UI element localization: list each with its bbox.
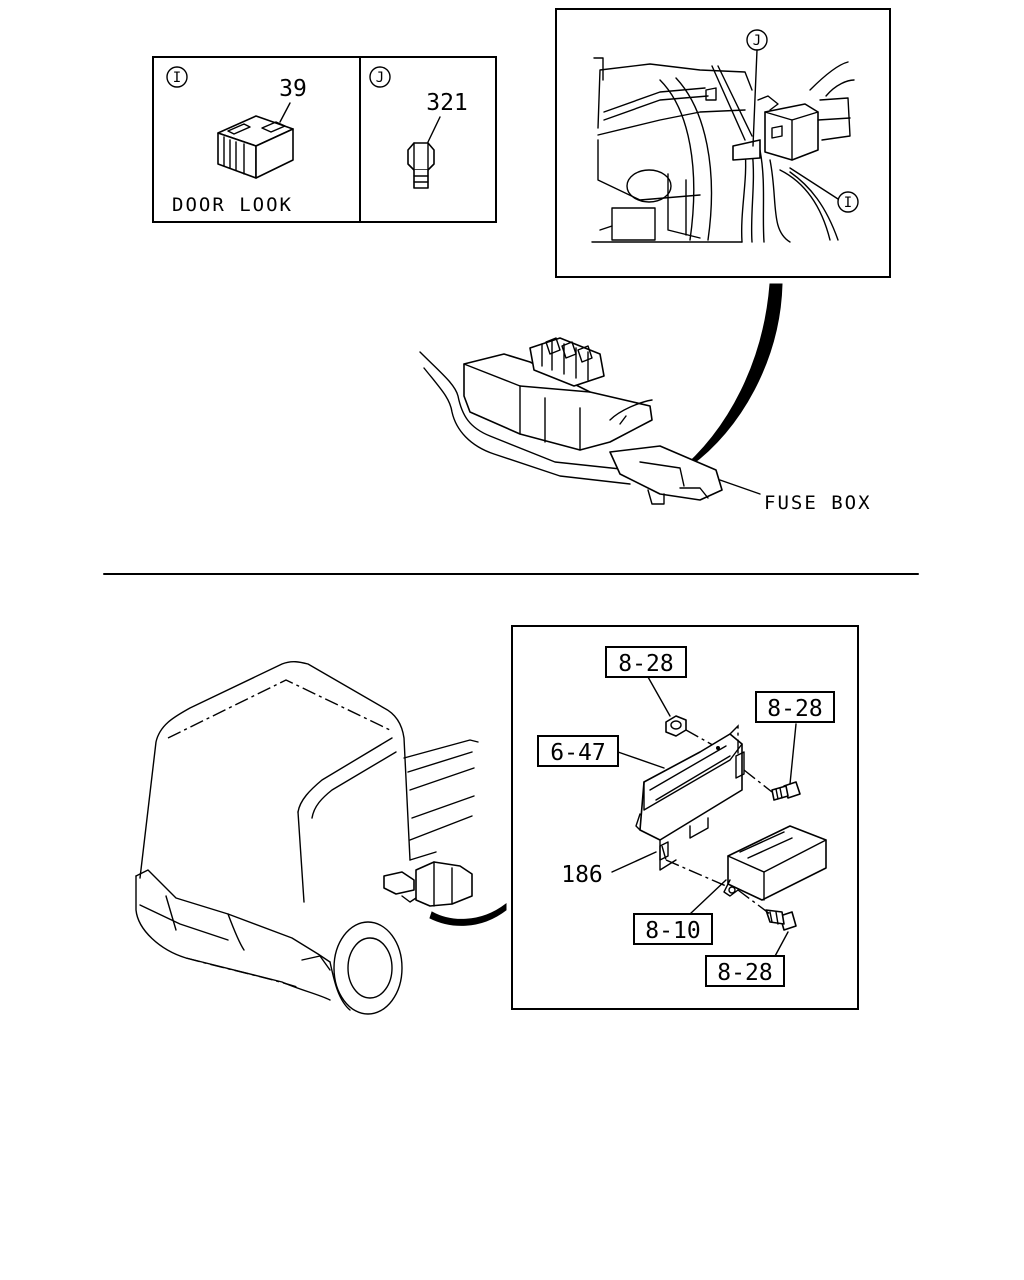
bracket-icon	[635, 724, 745, 871]
label-bolt-upper-ref: 8-28	[767, 696, 822, 722]
bracket-detail-view: 8-28 8-28 6-47 186 8-10 8-28	[511, 625, 859, 1010]
leader-detail-j	[752, 49, 758, 147]
inset-i: I 39 DOOR LOOK	[166, 66, 307, 216]
leader-bolt-upper	[789, 723, 797, 785]
callout-j-letter: J	[376, 70, 384, 86]
fuse-box-label: FUSE BOX	[764, 492, 872, 514]
detail-callout-j-circle	[746, 29, 768, 51]
detail-callout-i-letter: I	[844, 195, 852, 211]
leader-186	[611, 851, 657, 873]
detail-callout-i-circle	[837, 191, 859, 213]
leader-fuse-box	[719, 479, 761, 495]
inset-panel: I 39 DOOR LOOK	[152, 56, 497, 223]
label-box-bolt-lower	[705, 955, 785, 987]
label-bolt-lower-ref: 8-28	[717, 960, 772, 986]
inset-j: J 321	[369, 66, 468, 189]
leader-relay	[689, 879, 727, 915]
part-number-321: 321	[426, 90, 468, 116]
detail-view: J I	[555, 8, 891, 278]
leader-321	[427, 116, 441, 143]
label-box-bracket	[537, 735, 619, 767]
fuse-box-assembly	[419, 337, 761, 505]
label-nut-ref: 8-28	[618, 651, 673, 677]
part-number-39: 39	[279, 76, 307, 102]
bolt-lower-icon	[765, 909, 797, 931]
bottom-section: 8-28 8-28 6-47 186 8-10 8-28	[135, 625, 859, 1015]
label-box-relay	[633, 913, 713, 945]
detail-drawing	[591, 57, 855, 243]
detail-callout-j-letter: J	[753, 33, 761, 49]
detail-connector-arrow	[675, 283, 783, 475]
clip-icon	[407, 142, 435, 189]
door-lock-relay-icon	[217, 115, 294, 179]
leader-bolt-lower	[773, 931, 789, 959]
leader-bracket	[617, 751, 665, 769]
top-section: I 39 DOOR LOOK	[152, 8, 891, 514]
label-part-186: 186	[561, 862, 603, 888]
truck-cab-drawing	[135, 661, 479, 1015]
bolt-upper-icon	[771, 781, 801, 801]
leader-detail-i	[789, 167, 839, 200]
caption-door-look: DOOR LOOK	[172, 194, 293, 216]
detail-frame	[555, 8, 891, 278]
label-box-nut	[605, 646, 687, 678]
leader-39	[279, 102, 291, 123]
label-relay-ref: 8-10	[645, 918, 700, 944]
callout-j-circle	[369, 66, 391, 88]
callout-i-letter: I	[173, 70, 181, 86]
inset-frame	[152, 56, 497, 223]
label-bracket-ref: 6-47	[550, 740, 605, 766]
relay-box-icon	[723, 825, 827, 901]
label-box-bolt-upper	[755, 691, 835, 723]
mount-location-arrow	[429, 902, 507, 926]
leader-nut	[647, 676, 671, 717]
callout-i-circle	[166, 66, 188, 88]
